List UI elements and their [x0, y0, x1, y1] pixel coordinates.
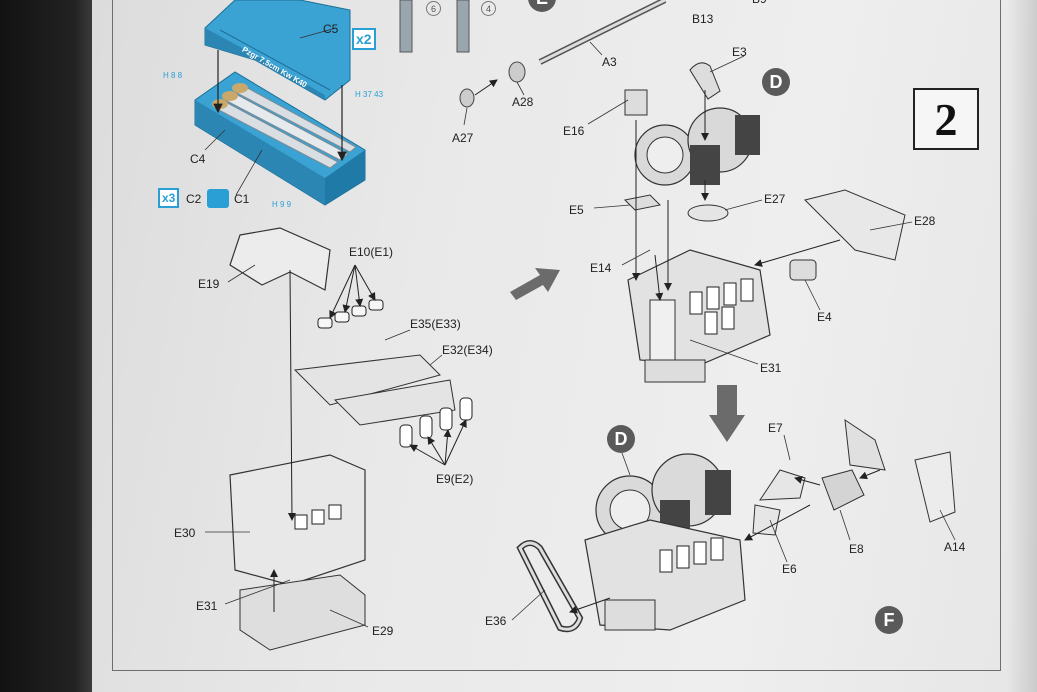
page-shadow	[1007, 0, 1037, 692]
part-label-a28: A28	[512, 95, 534, 109]
engine-top-arrows	[632, 90, 841, 301]
part-label-c4: C4	[190, 152, 206, 166]
marker-f-bottom: F	[875, 606, 903, 634]
partial-marker: E	[528, 0, 556, 12]
ring-number-6: 6	[426, 1, 441, 16]
part-label-e9: E9(E2)	[436, 472, 474, 486]
h-tag-1: H 8 8	[163, 71, 183, 80]
marker-d-top: D	[762, 68, 790, 96]
part-label-c5: C5	[323, 22, 339, 36]
qty-x2-badge: x2	[352, 28, 376, 50]
part-label-e30: E30	[174, 526, 196, 540]
h-tag-2: H 37 43	[355, 90, 384, 99]
part-label-e19: E19	[198, 277, 220, 291]
marker-d-bottom: D	[607, 425, 635, 453]
engine-assembly-left	[229, 227, 473, 651]
engine-bottom-arrows	[569, 469, 881, 614]
h-tag-3: H 9 9	[272, 200, 292, 209]
part-label-c1: C1	[234, 192, 250, 206]
part-label-e7: E7	[768, 421, 783, 435]
step-number-box: 2	[913, 88, 979, 150]
page-border	[112, 0, 1001, 671]
engine-assembly-top	[623, 62, 906, 383]
part-label-e3: E3	[732, 45, 747, 59]
part-label-e32: E32(E34)	[442, 343, 493, 357]
part-label-e10: E10(E1)	[349, 245, 394, 259]
crate-box	[194, 71, 366, 206]
part-label-e14: E14	[590, 261, 612, 275]
part-label-a14: A14	[944, 540, 966, 554]
flow-arrow-right	[510, 268, 560, 300]
part-label-a27: A27	[452, 131, 474, 145]
part-label-e6: E6	[782, 562, 797, 576]
part-label-e28: E28	[914, 214, 936, 228]
flow-arrow-down	[709, 385, 745, 442]
part-label-e36: E36	[485, 614, 507, 628]
part-label-e8: E8	[849, 542, 864, 556]
part-label-a3: A3	[602, 55, 617, 69]
rotate-part-icon	[207, 189, 229, 208]
dark-background	[0, 0, 92, 692]
engine-left-arrows	[270, 264, 467, 612]
part-label-e35: E35(E33)	[410, 317, 461, 331]
part-label-e31-bottom: E31	[196, 599, 218, 613]
qty-x3-badge: x3	[158, 188, 180, 208]
part-label-e31-top: E31	[760, 361, 782, 375]
part-label-e27: E27	[764, 192, 786, 206]
part-label-e16: E16	[563, 124, 585, 138]
part-label-b9: B9	[752, 0, 767, 6]
part-label-b13: B13	[692, 12, 714, 26]
ring-number-4: 4	[481, 1, 496, 16]
engine-assembly-bottom	[516, 418, 956, 633]
leader-lines	[204, 27, 956, 628]
part-label-e4: E4	[817, 310, 832, 324]
part-label-c2: C2	[186, 192, 202, 206]
barrel-parts	[399, 0, 667, 65]
crate-lid	[204, 0, 351, 101]
small-fittings	[459, 61, 526, 108]
part-label-e5: E5	[569, 203, 584, 217]
shell-rounds	[212, 83, 357, 169]
part-label-e29: E29	[372, 624, 394, 638]
